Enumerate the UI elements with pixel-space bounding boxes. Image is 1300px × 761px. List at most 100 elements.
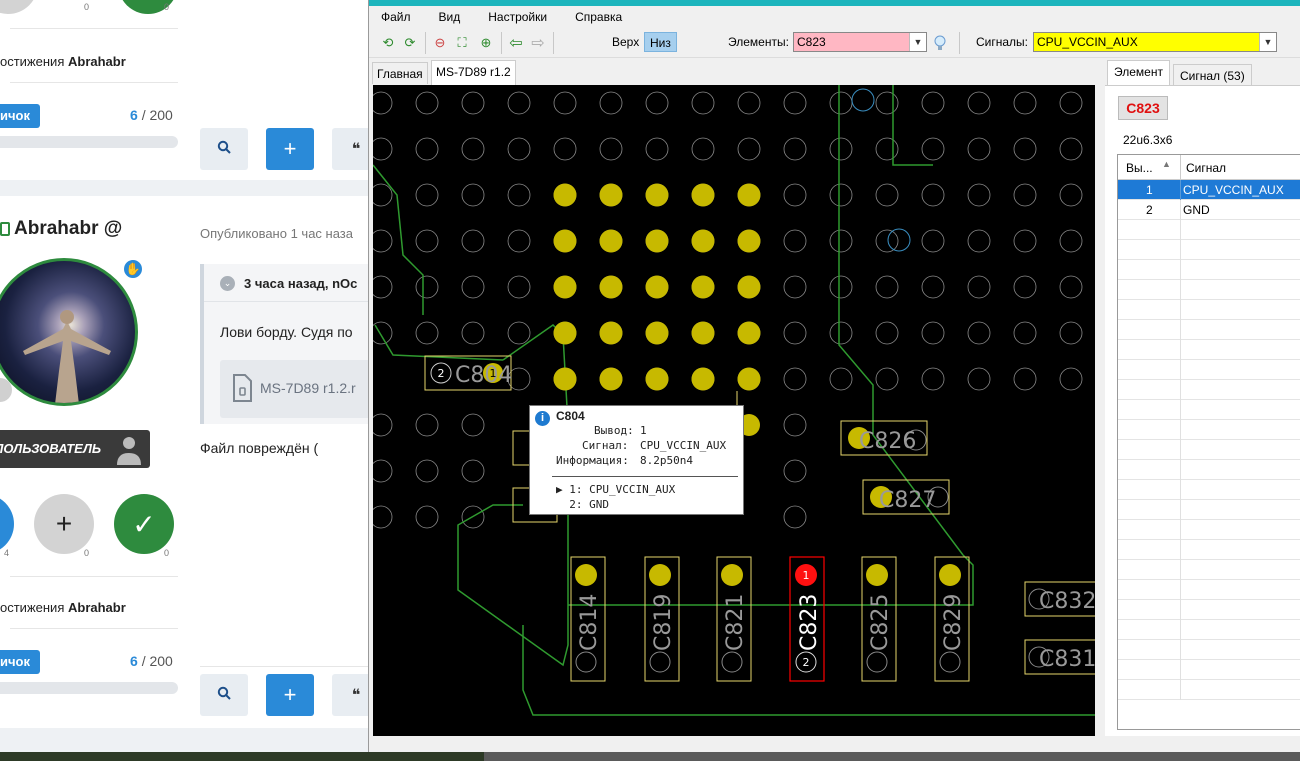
column-pin[interactable]: Вы...: [1126, 161, 1153, 175]
bga-pad[interactable]: [553, 321, 577, 345]
table-row-empty: [1118, 500, 1300, 520]
reaction-plus-button[interactable]: [0, 0, 38, 14]
pad-outline: [967, 321, 991, 345]
bga-pad[interactable]: [691, 183, 715, 207]
tab-main[interactable]: Главная: [372, 62, 428, 84]
bga-pad[interactable]: [553, 275, 577, 299]
signals-combobox[interactable]: CPU_VCCIN_AUX ▼: [1033, 32, 1277, 52]
table-row[interactable]: 1 CPU_VCCIN_AUX: [1118, 180, 1300, 200]
back-arrow-icon[interactable]: ⇦: [509, 35, 523, 52]
bga-pad[interactable]: [645, 275, 669, 299]
quote-button[interactable]: ❝: [332, 128, 368, 170]
table-row[interactable]: 2 GND: [1118, 200, 1300, 220]
bga-pad[interactable]: [645, 321, 669, 345]
pad-outline: [875, 183, 899, 207]
quote-button[interactable]: ❝: [332, 674, 368, 716]
attachment[interactable]: MS-7D89 r1.2.r: [220, 360, 368, 418]
bga-pad[interactable]: [599, 275, 623, 299]
bga-pad[interactable]: [737, 275, 761, 299]
pad-outline: [415, 321, 439, 345]
c831-outline: [1024, 639, 1095, 675]
divider: [200, 666, 368, 667]
pad-outline: [783, 367, 807, 391]
bga-pad[interactable]: [691, 275, 715, 299]
rotate-right-icon[interactable]: ⟳: [404, 35, 416, 50]
bga-pad[interactable]: [691, 367, 715, 391]
zoom-out-icon[interactable]: ⊖: [434, 35, 446, 50]
search-button[interactable]: [200, 128, 248, 170]
pad-outline: [967, 229, 991, 253]
side-bottom-toggle[interactable]: Низ: [644, 32, 677, 52]
reaction-like-button[interactable]: ✓: [114, 494, 174, 554]
menu-file[interactable]: Файл: [381, 10, 411, 24]
bga-pad[interactable]: [553, 183, 577, 207]
bga-pad[interactable]: [645, 183, 669, 207]
reaction-plus-button[interactable]: +: [34, 494, 94, 554]
label-c831: C831: [1039, 647, 1095, 672]
collapse-icon[interactable]: ⌄: [220, 276, 235, 291]
pad-outline: [783, 413, 807, 437]
chevron-down-icon[interactable]: ▼: [909, 33, 926, 51]
pad-outline: [461, 459, 485, 483]
column-signal[interactable]: Сигнал: [1186, 161, 1227, 175]
board-canvas[interactable]: C804 C826 C827 C832 C831 C814 C819 C821 …: [373, 85, 1095, 736]
board-drawing[interactable]: C804 C826 C827 C832 C831 C814 C819 C821 …: [373, 85, 1095, 736]
forward-arrow-icon[interactable]: ⇨: [531, 35, 545, 52]
bga-pad[interactable]: [737, 367, 761, 391]
tab-board[interactable]: MS-7D89 r1.2: [431, 60, 516, 85]
add-button[interactable]: +: [266, 674, 314, 716]
sort-asc-icon[interactable]: ▲: [1162, 159, 1171, 169]
side-top-toggle[interactable]: Верх: [612, 35, 640, 49]
bga-pad[interactable]: [599, 229, 623, 253]
table-row-empty: [1118, 600, 1300, 620]
chevron-down-icon[interactable]: ▼: [1259, 33, 1276, 51]
bga-pad[interactable]: [553, 229, 577, 253]
forum-top-card: 0 0 остижения Abrahabr ичок 6 / 200 + ❝: [0, 0, 368, 180]
label-c825: C825: [868, 594, 893, 651]
zoom-fit-icon[interactable]: ⛶: [457, 35, 467, 50]
pad-outline: [829, 91, 853, 115]
pad-outline: [461, 183, 485, 207]
bga-pad[interactable]: [691, 229, 715, 253]
elements-combobox[interactable]: C823 ▼: [793, 32, 927, 52]
menu-help[interactable]: Справка: [575, 10, 623, 24]
bga-pad[interactable]: [737, 183, 761, 207]
bga-pad[interactable]: [737, 229, 761, 253]
pad-outline: [461, 275, 485, 299]
reaction-button[interactable]: [0, 494, 14, 554]
pad-outline: [461, 137, 485, 161]
bga-pad[interactable]: [553, 367, 577, 391]
pad-outline: [1059, 229, 1083, 253]
add-button[interactable]: +: [266, 128, 314, 170]
pad-outline: [829, 229, 853, 253]
c832-outline: [1024, 581, 1095, 617]
divider: [10, 82, 178, 83]
menu-settings[interactable]: Настройки: [488, 10, 548, 24]
bga-pad[interactable]: [599, 183, 623, 207]
pad-outline: [373, 91, 393, 115]
zoom-in-icon[interactable]: ⊕: [480, 35, 492, 50]
bga-pad[interactable]: [737, 321, 761, 345]
points-counter: 6 / 200: [130, 653, 173, 669]
tab-element[interactable]: Элемент: [1107, 60, 1170, 85]
menu-view[interactable]: Вид: [438, 10, 461, 24]
pad-outline: [737, 137, 761, 161]
tab-signal[interactable]: Сигнал (53): [1173, 64, 1252, 86]
lightbulb-icon[interactable]: [931, 34, 949, 52]
pad-outline: [875, 229, 899, 253]
c821-outline: [716, 556, 752, 682]
toolbar-separator: [959, 32, 960, 54]
post-author[interactable]: Abrahabr @: [14, 218, 123, 239]
bga-pad[interactable]: [599, 367, 623, 391]
avatar[interactable]: [0, 258, 138, 406]
search-button[interactable]: [200, 674, 248, 716]
tooltip-divider: [552, 476, 738, 477]
rotate-left-icon[interactable]: ⟲: [382, 35, 394, 50]
bga-pad[interactable]: [645, 229, 669, 253]
pad-outline: [875, 275, 899, 299]
bga-pad[interactable]: [599, 321, 623, 345]
bga-pad[interactable]: [645, 367, 669, 391]
role-badge-text: ПОЛЬЗОВАТЕЛЬ: [0, 441, 102, 456]
bga-pad[interactable]: [691, 321, 715, 345]
pad-outline: [1013, 137, 1037, 161]
